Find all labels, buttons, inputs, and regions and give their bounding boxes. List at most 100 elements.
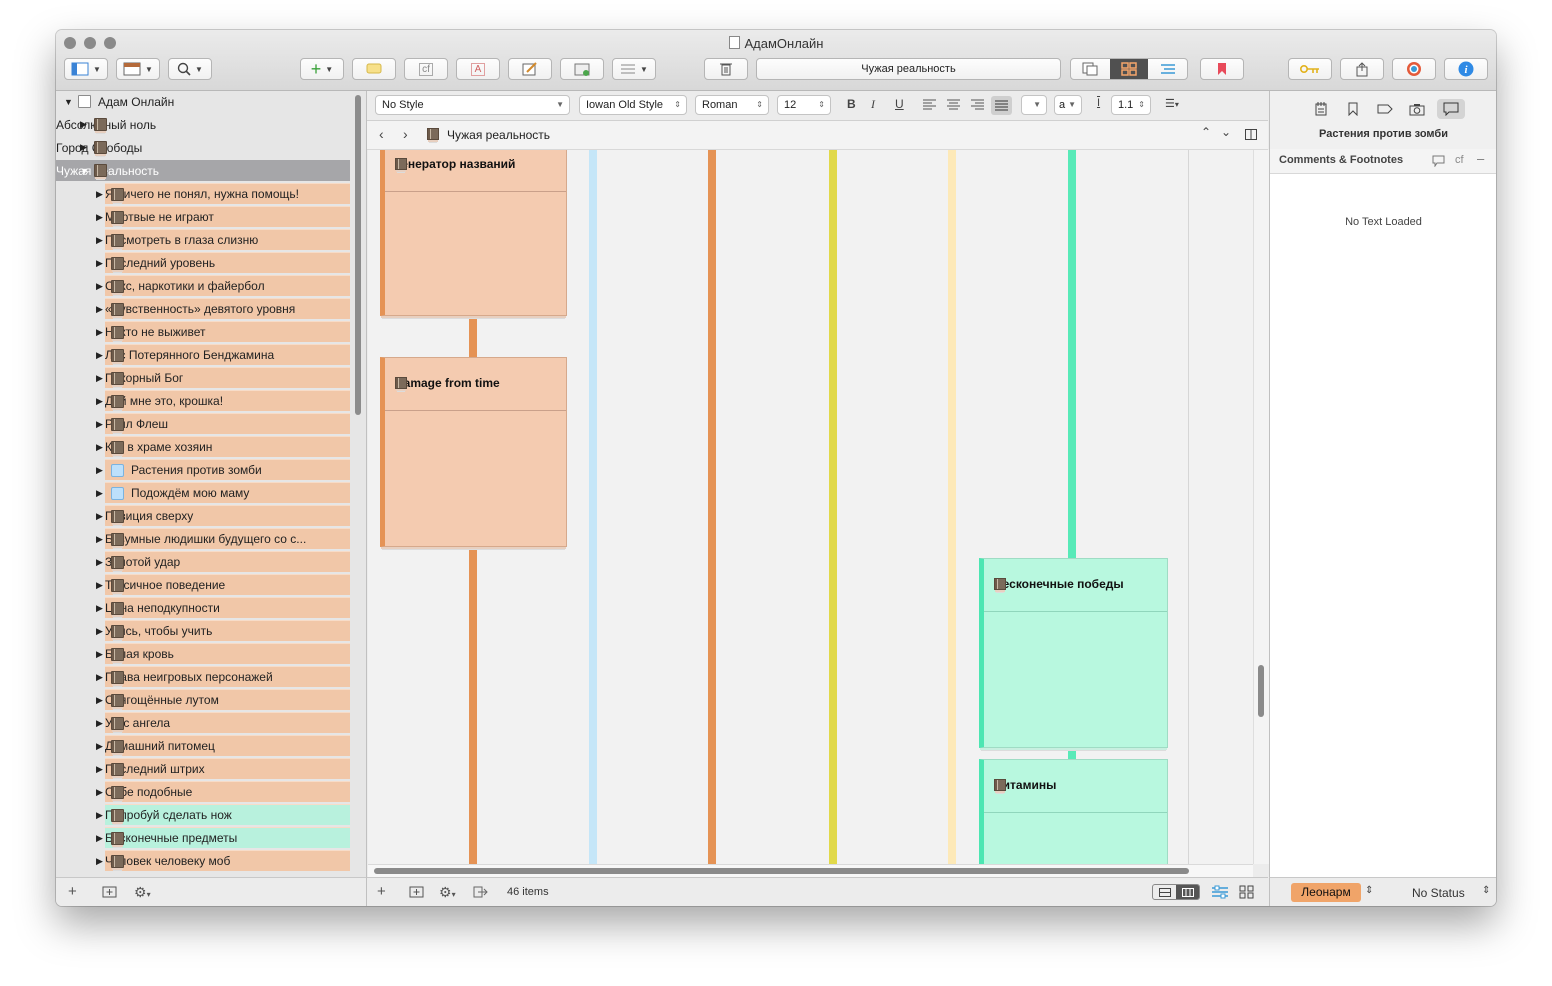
add-footnote-button[interactable]: cf — [404, 58, 448, 80]
status-select[interactable]: No Status — [1412, 886, 1465, 900]
stepper-icon[interactable]: ⇕ — [1365, 885, 1374, 896]
binder-item[interactable]: ▶Мёртвые не играют — [96, 206, 350, 227]
disclosure-closed-icon[interactable]: ▶ — [96, 648, 103, 659]
disclosure-closed-icon[interactable]: ▶ — [96, 855, 103, 866]
add-item-button[interactable]: +▼ — [300, 58, 344, 80]
binder-item[interactable]: ▶Укус ангела — [96, 712, 350, 733]
disclosure-open-icon[interactable]: ▼ — [64, 96, 73, 107]
disclosure-closed-icon[interactable]: ▶ — [96, 211, 103, 222]
disclosure-closed-icon[interactable]: ▶ — [96, 349, 103, 360]
binder-item[interactable]: ▶Последний штрих — [96, 758, 350, 779]
disclosure-closed-icon[interactable]: ▶ — [96, 257, 103, 268]
binder-item[interactable]: ▶Золотой удар — [96, 551, 350, 572]
disclosure-closed-icon[interactable]: ▶ — [80, 119, 87, 129]
index-card[interactable]: Генератор названий — [380, 150, 567, 316]
label-lanes-icon[interactable] — [1212, 885, 1228, 899]
disclosure-closed-icon[interactable]: ▶ — [96, 441, 103, 452]
metadata-tab[interactable] — [1375, 99, 1395, 119]
document-title-field[interactable]: Чужая реальность — [756, 58, 1061, 80]
line-spacing-select[interactable]: 1.1⇕ — [1111, 95, 1151, 115]
binder-scrollbar[interactable] — [355, 95, 361, 415]
binder-item[interactable]: ▶Позиция сверху — [96, 505, 350, 526]
go-to-icon[interactable] — [473, 886, 488, 898]
minimize-window-button[interactable] — [84, 37, 96, 49]
highlight-color-well[interactable]: a▼ — [1054, 95, 1082, 115]
snapshots-tab[interactable] — [1407, 99, 1427, 119]
disclosure-closed-icon[interactable]: ▶ — [96, 556, 103, 567]
disclosure-closed-icon[interactable]: ▶ — [96, 533, 103, 544]
corkboard-horizontal-scrollbar[interactable] — [368, 864, 1253, 877]
disclosure-closed-icon[interactable]: ▶ — [96, 303, 103, 314]
list-bullets-icon[interactable]: ☰▾ — [1165, 98, 1179, 110]
trash-button[interactable] — [704, 58, 748, 80]
binder-item[interactable]: ▶Попробуй сделать нож — [96, 804, 350, 825]
binder-item[interactable]: ▶Подождём мою маму — [96, 482, 350, 503]
text-color-well[interactable]: ▼ — [1021, 95, 1047, 115]
zoom-window-button[interactable] — [104, 37, 116, 49]
close-window-button[interactable] — [64, 37, 76, 49]
disclosure-closed-icon[interactable]: ▶ — [96, 717, 103, 728]
binder-item[interactable]: ▶Белая кровь — [96, 643, 350, 664]
binder-item[interactable]: ▶ Абсолютный ноль — [56, 114, 350, 135]
corkboard-view-button[interactable] — [1109, 59, 1149, 79]
binder-item[interactable]: ▶Домашний питомец — [96, 735, 350, 756]
align-right-icon[interactable] — [971, 99, 984, 110]
outliner-view-button[interactable] — [1148, 59, 1187, 79]
add-document-button[interactable]: + — [68, 883, 77, 900]
align-justify-button[interactable] — [991, 96, 1012, 115]
disclosure-closed-icon[interactable]: ▶ — [96, 280, 103, 291]
underline-button[interactable]: U — [895, 97, 904, 111]
index-card[interactable]: Витамины — [979, 759, 1168, 864]
format-presets-button[interactable]: ▼ — [612, 58, 656, 80]
disclosure-closed-icon[interactable]: ▶ — [96, 487, 103, 498]
keywords-button[interactable] — [1288, 58, 1332, 80]
add-comment-icon[interactable] — [1432, 155, 1445, 167]
binder-item[interactable]: ▶Отягощённые лутом — [96, 689, 350, 710]
binder-item-selected[interactable]: ▼ Чужая реальность — [56, 160, 350, 181]
editor-title[interactable]: Чужая реальность — [447, 128, 550, 142]
view-layout-button[interactable]: ▼ — [64, 58, 108, 80]
disclosure-closed-icon[interactable]: ▶ — [96, 740, 103, 751]
binder-item[interactable]: ▶Посмотреть в глаза слизню — [96, 229, 350, 250]
previous-document-icon[interactable]: ⌃ — [1201, 125, 1212, 139]
binder-item[interactable]: ▶Токсичное поведение — [96, 574, 350, 595]
disclosure-closed-icon[interactable]: ▶ — [96, 372, 103, 383]
add-folder-icon[interactable] — [102, 885, 117, 898]
scrollbar-thumb[interactable] — [1258, 665, 1264, 717]
binder-item[interactable]: ▶Я ничего не понял, нужна помощь! — [96, 183, 350, 204]
disclosure-closed-icon[interactable]: ▶ — [96, 188, 103, 199]
scrollbar-thumb[interactable] — [374, 868, 1189, 874]
targets-button[interactable] — [1392, 58, 1436, 80]
disclosure-closed-icon[interactable]: ▶ — [96, 464, 103, 475]
view-mode-selector[interactable] — [1070, 58, 1188, 80]
typeface-select[interactable]: Roman⇕ — [695, 95, 769, 115]
snapshot-button[interactable] — [560, 58, 604, 80]
add-card-button[interactable]: + — [377, 883, 386, 900]
bold-button[interactable]: B — [847, 97, 856, 111]
binder-item[interactable]: ▶Роял Флеш — [96, 413, 350, 434]
card-layout-toggle[interactable] — [1152, 884, 1200, 900]
disclosure-closed-icon[interactable]: ▶ — [96, 694, 103, 705]
bookmark-button[interactable] — [1200, 58, 1244, 80]
gear-icon[interactable]: ⚙▾ — [134, 884, 151, 900]
disclosure-closed-icon[interactable]: ▶ — [96, 625, 103, 636]
binder-item[interactable]: ▶Безумные людишки будущего со с... — [96, 528, 350, 549]
paragraph-style-select[interactable]: No Style▼ — [375, 95, 570, 115]
highlight-button[interactable]: A — [456, 58, 500, 80]
card-title[interactable]: Damage from time — [395, 376, 560, 390]
add-comment-button[interactable] — [352, 58, 396, 80]
edit-note-button[interactable] — [508, 58, 552, 80]
disclosure-closed-icon[interactable]: ▶ — [96, 763, 103, 774]
binder-item[interactable]: ▶Дай мне это, крошка! — [96, 390, 350, 411]
binder-item[interactable]: ▶Покорный Бог — [96, 367, 350, 388]
forward-arrow-icon[interactable]: › — [403, 126, 408, 142]
grid-settings-icon[interactable] — [1239, 885, 1254, 899]
editor-layout-button[interactable]: ▼ — [116, 58, 160, 80]
binder-item[interactable]: ▶Кто в храме хозяин — [96, 436, 350, 457]
binder-item[interactable]: ▶Бесконечные предметы — [96, 827, 350, 848]
card-title[interactable]: Генератор названий — [395, 157, 560, 171]
font-family-select[interactable]: Iowan Old Style⇕ — [579, 95, 687, 115]
stepper-icon[interactable]: ⇕ — [1482, 885, 1491, 896]
binder-item[interactable]: ▶Учись, чтобы учить — [96, 620, 350, 641]
card-title[interactable]: Витамины — [994, 778, 1161, 792]
